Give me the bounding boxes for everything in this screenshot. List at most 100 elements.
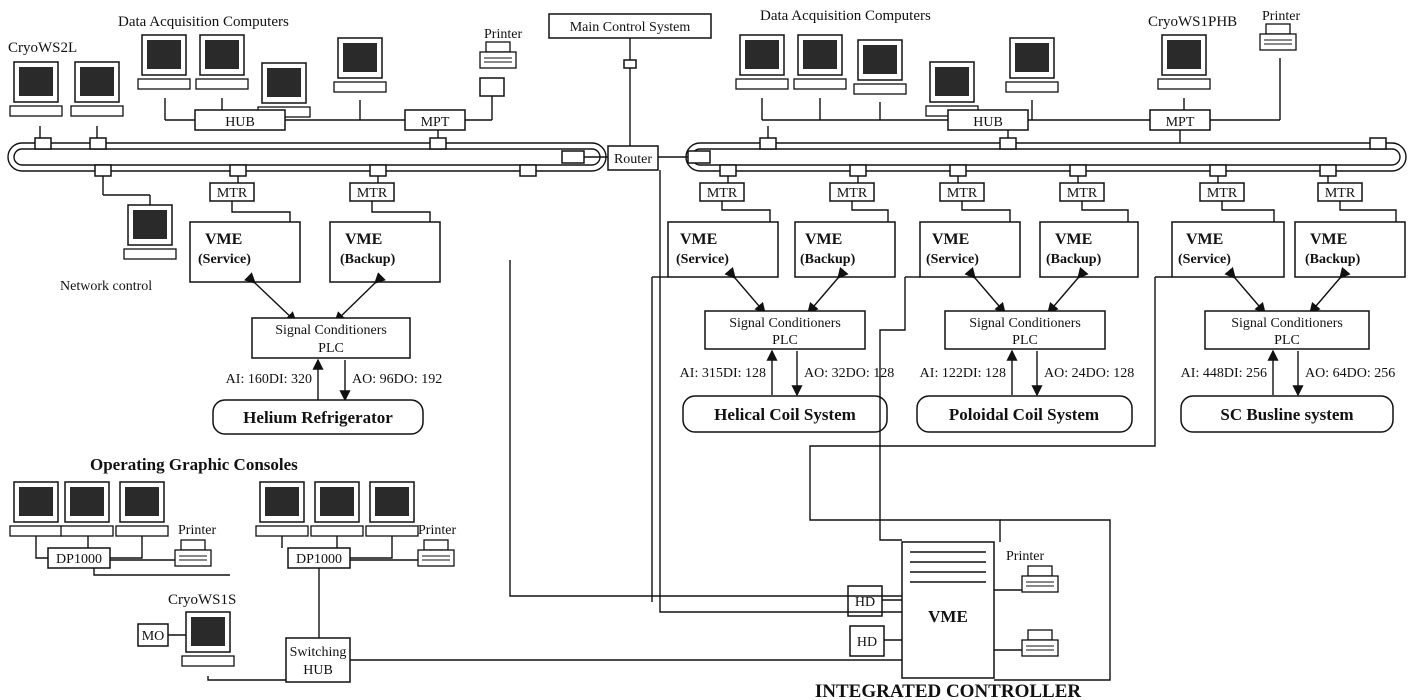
monitor-icon [853,39,907,95]
daq-right-computers: Printer HUB MPT [735,9,1300,143]
monitor-icon [60,481,114,537]
plc-label: PLC [318,341,344,356]
plc-label: PLC [772,333,798,348]
integrated-controller-label: INTEGRATED CONTROLLER [815,681,1082,700]
sc-busline-label: SC Busline system [1220,405,1353,424]
vme-label: VME [680,231,717,248]
monitor-icon [137,34,191,90]
mtr-label: MTR [357,186,388,201]
monitor-icon [9,61,63,117]
sc-busline-block: MTR MTR VME (Service) VME (Backup) Signa… [1171,176,1406,433]
helium-refrigerator-label: Helium Refrigerator [243,408,393,427]
vme-service-label: (Service) [926,252,979,267]
monitor-icon [181,611,235,667]
operating-consoles: DP1000 DP1000 Printer Printer [9,481,456,638]
main-control-system: Main Control System [548,13,712,146]
monitor-icon [1005,37,1059,93]
mtr-label: MTR [707,186,738,201]
monitor-icon [9,481,63,537]
monitor-icon [310,481,364,537]
cryo-ws1phb-label: CryoWS1PHB [1148,14,1237,30]
hd-label: HD [855,595,875,610]
vme-service-label: (Service) [198,252,251,267]
signal-conditioners-label: Signal Conditioners [275,323,387,338]
monitor-icon [115,481,169,537]
printer-icon [1021,629,1059,657]
integrated-controller: VME HD HD Printer INTEGRATED CONTROLLER [815,541,1082,700]
dp1000-left-label: DP1000 [56,552,102,567]
printer-label: Printer [1006,549,1044,564]
printer-icon [174,539,212,567]
vme-backup-label: (Backup) [1046,252,1102,267]
interconnect-lines [350,170,1172,681]
helical-coil-block: MTR MTR VME (Service) VME (Backup) Signa… [667,176,896,433]
printer-label: Printer [418,523,456,538]
vme-service-label: (Service) [1178,252,1231,267]
router-label: Router [614,152,652,167]
plc-label: PLC [1274,333,1300,348]
poloidal-ao-label: AO: 24DO: 128 [1044,366,1134,381]
main-control-label: Main Control System [570,20,691,35]
poloidal-coil-block: MTR MTR VME (Service) VME (Backup) Signa… [916,176,1139,433]
printer-icon [1259,23,1297,51]
switching-hub: Switching HUB [285,637,351,683]
helical-ai-label: AI: 315DI: 128 [680,366,766,381]
vme-label: VME [932,231,969,248]
monitor-icon [333,37,387,93]
cryo-ws1s-label: CryoWS1S [168,592,236,608]
poloidal-coil-label: Poloidal Coil System [949,405,1099,424]
network-control-label: Network control [60,279,152,294]
cryo-ws2l-computers [9,61,124,138]
signal-conditioners-label: Signal Conditioners [1231,316,1343,331]
monitor-icon [70,61,124,117]
hub-left-label: HUB [225,115,255,130]
signal-conditioners-label: Signal Conditioners [729,316,841,331]
printer-icon [479,41,517,69]
mo-label: MO [142,629,165,644]
mtr-label: MTR [947,186,978,201]
printer-icon [1021,565,1059,593]
helium-ai-label: AI: 160DI: 320 [226,372,312,387]
mtr-label: MTR [837,186,868,201]
printer-label: Printer [1262,9,1300,24]
monitor-icon [255,481,309,537]
mtr-label: MTR [217,186,248,201]
switching-label: Switching [290,645,347,660]
mtr-label: MTR [1067,186,1098,201]
monitor-icon [793,34,847,90]
cryo-ws2l-label: CryoWS2L [8,40,77,56]
monitor-icon [1157,34,1211,90]
hd-label: HD [857,635,877,650]
monitor-icon [925,61,979,117]
monitor-icon [195,34,249,90]
monitor-icon [257,62,311,118]
printer-label: Printer [484,27,522,42]
network-control-computer: Network control [60,176,177,294]
printer-icon [417,539,455,567]
helium-ao-label: AO: 96DO: 192 [352,372,442,387]
vme-backup-label: (Backup) [340,252,396,267]
router: Router [584,145,688,171]
sc-busline-ao-label: AO: 64DO: 256 [1305,366,1395,381]
vme-label: VME [345,231,382,248]
mtr-label: MTR [1207,186,1238,201]
vme-label: VME [1186,231,1223,248]
integrated-vme-label: VME [928,607,968,626]
monitor-icon [123,204,177,260]
left-network-ring [7,137,607,177]
switching-hub-label: HUB [303,663,333,678]
poloidal-ai-label: AI: 122DI: 128 [920,366,1006,381]
signal-conditioners-label: Signal Conditioners [969,316,1081,331]
mpt-left-label: MPT [421,115,450,130]
plc-label: PLC [1012,333,1038,348]
daq-left-title: Data Acquisition Computers [118,14,289,30]
right-network-ring [685,137,1407,177]
daq-left-computers: Printer HUB MPT [137,27,522,138]
vme-label: VME [1310,231,1347,248]
mpt-right-label: MPT [1166,115,1195,130]
vme-label: VME [805,231,842,248]
vme-label: VME [205,231,242,248]
hub-right-label: HUB [973,115,1003,130]
sc-busline-ai-label: AI: 448DI: 256 [1181,366,1267,381]
